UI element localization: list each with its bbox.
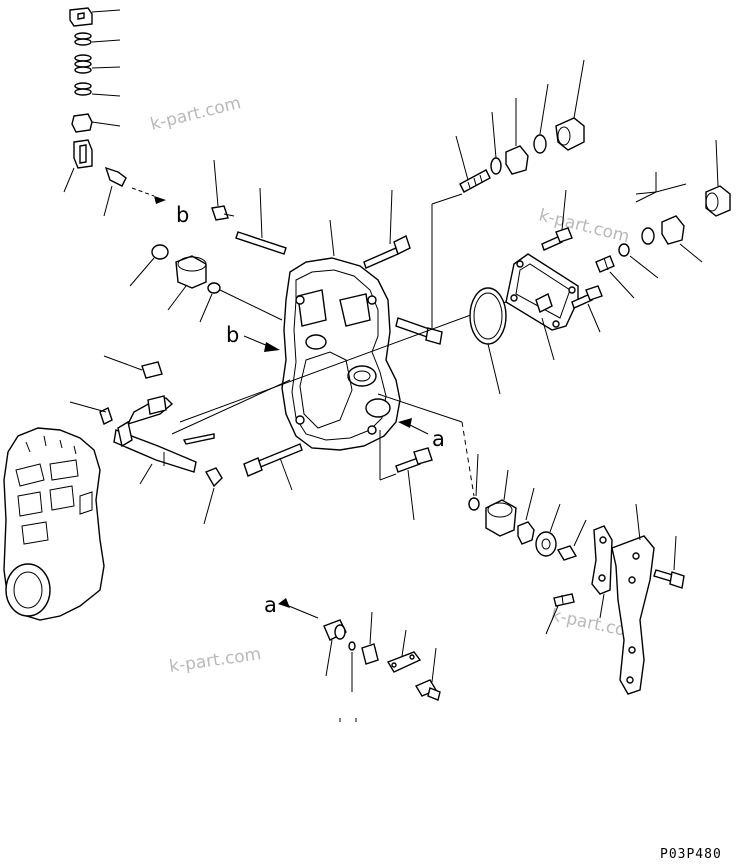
pin	[104, 166, 127, 187]
cover-plate	[179, 253, 579, 423]
adapter	[485, 499, 517, 537]
washer-1	[490, 111, 502, 175]
circlip-lower	[204, 467, 223, 488]
stop-lever	[591, 503, 655, 695]
long-bolt	[243, 443, 303, 491]
bolt-top	[363, 189, 411, 269]
banjo-fitting	[323, 619, 347, 677]
right-fittings	[635, 139, 731, 263]
spring-coil-1	[74, 32, 92, 40]
spacer	[556, 545, 578, 561]
lever-bolt	[653, 535, 685, 589]
governor-housing	[281, 219, 401, 451]
stop-fittings	[377, 393, 587, 561]
spring-coil-2	[74, 54, 92, 62]
cap-nut	[129, 244, 169, 287]
circlip-upper	[99, 407, 113, 425]
stud-bolt	[395, 447, 433, 521]
plate-bottom	[386, 629, 422, 673]
nut-2	[661, 215, 685, 245]
plug	[167, 255, 207, 311]
washer-2	[533, 83, 549, 154]
plug-right	[595, 243, 659, 299]
callout-a-bottom: a	[264, 593, 277, 617]
callout-b-top: b	[176, 203, 189, 227]
o-ring-small	[199, 282, 283, 323]
o-ring-bottom	[348, 641, 356, 692]
o-ring-lower	[468, 497, 480, 511]
governor-spring-stack	[63, 7, 166, 217]
rod	[235, 187, 287, 255]
spring-coil-3	[74, 82, 92, 90]
adjust-screw-lower	[545, 593, 575, 635]
bolt-bottom	[414, 647, 441, 701]
washer-bottom	[361, 611, 379, 665]
spring-seat-bottom	[71, 113, 93, 133]
callout-b-housing: b	[226, 323, 239, 347]
pin-small	[182, 433, 215, 445]
control-lever-shaft	[69, 379, 291, 525]
drawing-code: P03P480	[660, 847, 722, 862]
washer-3	[641, 227, 655, 245]
nut-lower	[517, 521, 535, 545]
injection-pump-body	[3, 427, 105, 621]
callout-a-housing: a	[432, 427, 445, 451]
gasket-ring	[469, 287, 507, 395]
bolt-plate-right	[571, 285, 603, 333]
watermark-3: k-part.com	[168, 644, 262, 677]
cap-nut-top	[555, 59, 585, 151]
nut-1	[505, 98, 529, 175]
bottom-marks	[339, 718, 357, 722]
washer-lower	[535, 531, 557, 557]
watermark-1: k-part.com	[148, 93, 243, 135]
bolt-plate-top	[541, 189, 573, 251]
cover-bolt-left	[211, 159, 235, 221]
adjusting-screw	[455, 135, 491, 193]
screw-left	[103, 355, 163, 379]
